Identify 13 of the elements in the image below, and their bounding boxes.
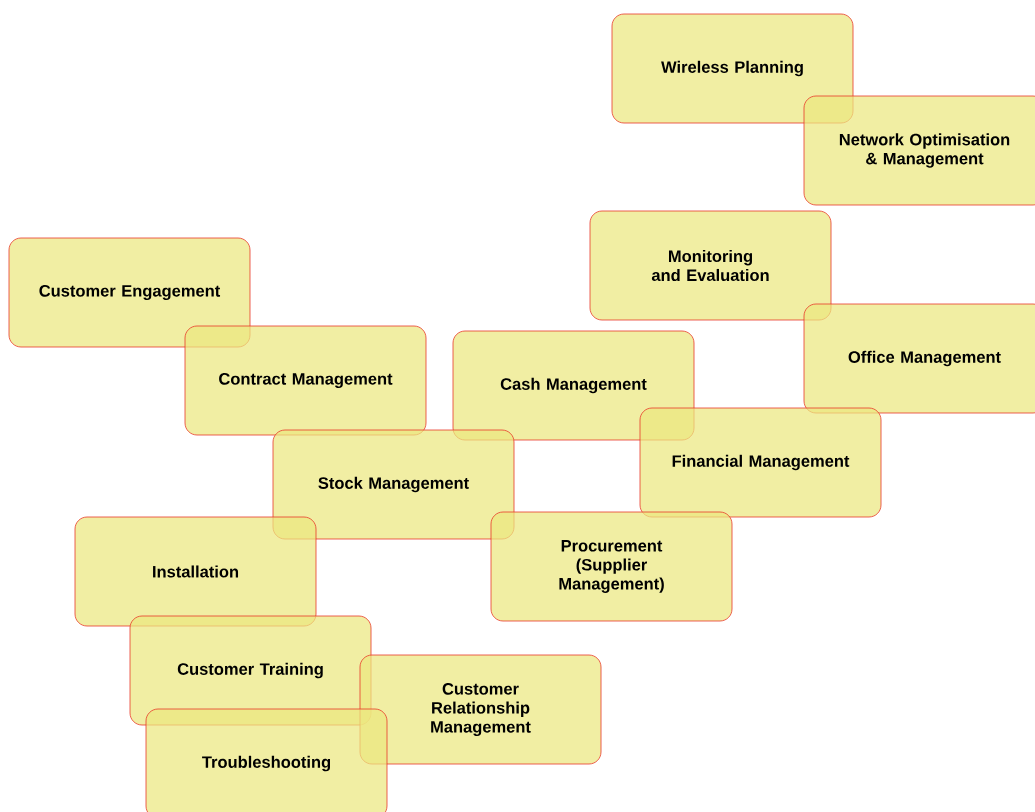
process-box: Wireless Planning bbox=[611, 13, 854, 124]
process-box: Contract Management bbox=[184, 325, 427, 436]
process-box: Troubleshooting bbox=[145, 708, 388, 812]
process-box: Customer Engagement bbox=[8, 237, 251, 348]
process-box: Cash Management bbox=[452, 330, 695, 441]
process-box: Network Optimisation & Management bbox=[803, 95, 1035, 206]
process-box: Procurement (Supplier Management) bbox=[490, 511, 733, 622]
process-box: Stock Management bbox=[272, 429, 515, 540]
process-box: Customer Relationship Management bbox=[359, 654, 602, 765]
process-box: Monitoring and Evaluation bbox=[589, 210, 832, 321]
process-box: Office Management bbox=[803, 303, 1035, 414]
process-box: Financial Management bbox=[639, 407, 882, 518]
process-box: Installation bbox=[74, 516, 317, 627]
